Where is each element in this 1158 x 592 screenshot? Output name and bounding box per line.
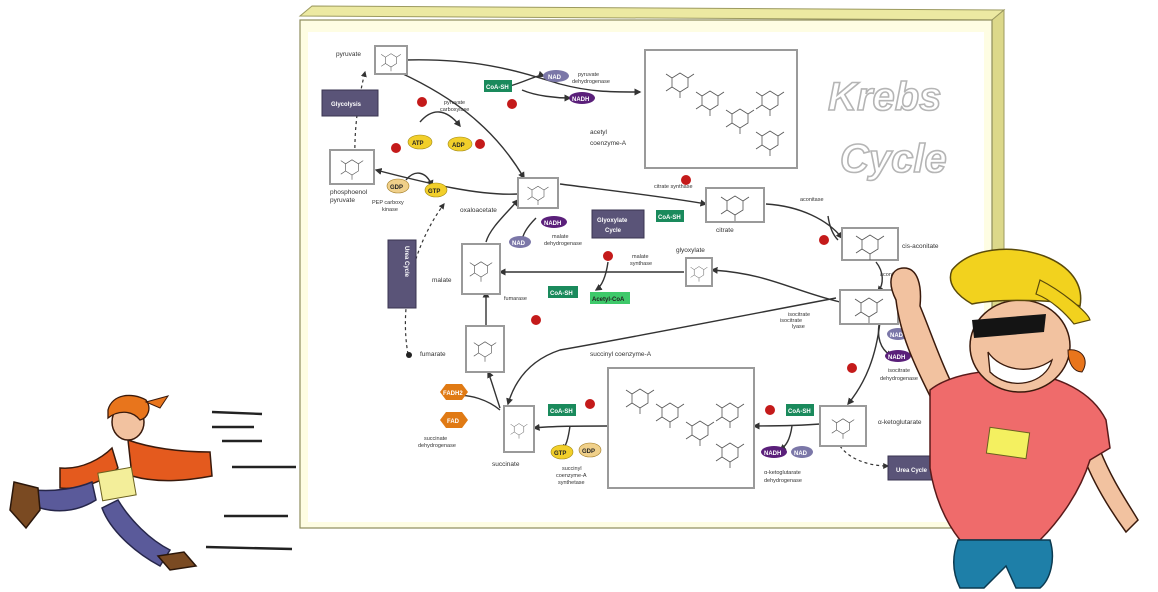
label-urea-cycle: Urea Cycle xyxy=(403,246,409,278)
enzyme-isocitrate-lyase-1: isocitrate xyxy=(788,312,810,318)
cofactor-coa-sh-4: CoA-SH xyxy=(788,409,811,415)
label-isocitrate: isocitrate xyxy=(780,318,802,324)
label-citrate: citrate xyxy=(716,227,734,234)
running-student-illustration xyxy=(9,394,296,571)
label-glyoxylate: Glyoxylate xyxy=(597,218,628,224)
cofactor-nad-4: NAD xyxy=(794,451,808,457)
label-glyoxylate: glyoxylate xyxy=(676,247,705,254)
enzyme-malate-dehydrogenase-1: malate xyxy=(552,234,569,240)
enzyme-pep-carboxykinase-2: kinase xyxy=(382,207,398,213)
cofactor-fadh2: FADH2 xyxy=(443,391,463,397)
cofactor-fad: FAD xyxy=(447,419,460,425)
enzyme-isocitrate-lyase-2: lyase xyxy=(792,324,805,330)
label-succinate: succinate xyxy=(492,461,520,468)
cofactor-gdp-2: GDP xyxy=(582,449,595,455)
enzyme-pyruvate-dehydrogenase-2: dehydrogenase xyxy=(572,79,610,85)
cofactor-gtp-2: GTP xyxy=(554,451,566,457)
enzyme-succinyl-coa-synthetase-1: succinyl xyxy=(562,466,582,472)
cofactor-nadh-4: NADH xyxy=(764,451,781,457)
enzyme-succinate-dehydrogenase-2: dehydrogenase xyxy=(418,443,456,449)
label-fumarate: fumarate xyxy=(420,351,446,358)
enzyme-malate-dehydrogenase-2: dehydrogenase xyxy=(544,241,582,247)
enzyme-succinyl-coa-synthetase-3: synthetase xyxy=(558,480,585,486)
label-cis-aconitate: cis-aconitate xyxy=(902,243,939,250)
enzyme-akg-dehydrogenase-2: dehydrogenase xyxy=(764,478,802,484)
speed-lines xyxy=(205,410,296,551)
label-phosphoenol: phosphoenol xyxy=(330,189,368,196)
molecule-succinyl-coa: succinyl coenzyme-A xyxy=(590,351,755,489)
cofactor-nadh-2: NADH xyxy=(544,221,561,227)
molecule-alpha-ketoglutarate: α-ketoglutarate xyxy=(819,405,922,447)
cofactor-nad-1: NAD xyxy=(548,75,562,81)
pathway-glycolysis: Glycolysis xyxy=(321,89,379,117)
enzyme-pep-carboxykinase-1: PEP carboxy xyxy=(372,200,404,206)
molecule-citrate: citrate xyxy=(705,187,765,234)
label-urea-cycle-right: Urea Cycle xyxy=(896,468,928,474)
label-pyruvate: pyruvate xyxy=(336,51,361,58)
enzyme-succinyl-coa-synthetase-2: coenzyme-A xyxy=(556,473,587,479)
label-pyruvate-2: pyruvate xyxy=(330,197,355,204)
cofactor-gtp-1: GTP xyxy=(428,189,440,195)
enzyme-malate-synthase-2: synthase xyxy=(630,261,652,267)
label-cycle: Cycle xyxy=(605,228,622,234)
label-coenzyme-a: coenzyme-A xyxy=(590,140,627,147)
cofactor-nadh-3: NADH xyxy=(888,355,905,361)
cofactor-adp: ADP xyxy=(452,143,465,149)
enzyme-labels: pyruvate dehydrogenase pyruvate carboxyl… xyxy=(372,72,918,486)
cofactor-atp: ATP xyxy=(412,141,424,147)
fumarate-dot xyxy=(406,352,412,358)
cofactor-nad-2: NAD xyxy=(512,241,526,247)
cofactor-coa-sh-5: CoA-SH xyxy=(550,409,573,415)
cofactor-coa-sh-2: CoA-SH xyxy=(658,215,681,221)
title-line-1: Krebs xyxy=(828,75,941,119)
cofactor-acetyl-coa: Acetyl-CoA xyxy=(592,297,625,303)
enzyme-isocitrate-dehydrogenase-2: dehydrogenase xyxy=(880,376,918,382)
enzyme-malate-synthase-1: malate xyxy=(632,254,649,260)
cofactor-coa-sh-1: CoA-SH xyxy=(486,85,509,91)
enzyme-akg-dehydrogenase-1: α-ketoglutarate xyxy=(764,470,801,476)
waving-man-illustration xyxy=(890,248,1139,589)
label-acetyl: acetyl xyxy=(590,129,608,136)
enzyme-fumarase: fumarase xyxy=(504,296,527,302)
molecule-phosphoenol-pyruvate: phosphoenol pyruvate xyxy=(329,149,375,204)
enzyme-succinate-dehydrogenase-1: succinate xyxy=(424,436,447,442)
enzyme-isocitrate-dehydrogenase-1: isocitrate xyxy=(888,368,910,374)
cofactor-nad-3: NAD xyxy=(890,333,904,339)
molecule-glyoxylate: glyoxylate xyxy=(676,247,713,287)
molecule-fumarate: fumarate xyxy=(420,325,505,373)
label-alpha-ketoglutarate: α-ketoglutarate xyxy=(878,419,922,426)
molecule-malate: malate xyxy=(432,243,501,295)
pathway-urea-cycle-vertical: Urea Cycle xyxy=(387,239,417,309)
molecule-succinate: succinate xyxy=(492,405,535,468)
molecule-oxaloacetate: oxaloacetate xyxy=(460,177,559,214)
cofactor-nadh-1: NADH xyxy=(572,97,589,103)
pathway-glyoxylate-cycle: Glyoxylate Cycle xyxy=(591,209,645,239)
label-glycolysis: Glycolysis xyxy=(331,102,362,108)
cofactors: CoA-SH NAD NADH ATP ADP GDP GTP NADH NAD… xyxy=(386,70,911,460)
enzyme-citrate-synthase: citrate synthase xyxy=(654,184,693,190)
enzyme-pyruvate-carboxylase-1: pyruvate xyxy=(444,100,465,106)
molecule-pyruvate: pyruvate xyxy=(336,45,408,75)
board-top-edge xyxy=(298,5,1006,21)
cofactor-gdp-1: GDP xyxy=(390,185,403,191)
enzyme-pyruvate-carboxylase-2: carboxylase xyxy=(440,107,469,113)
title-line-2: Cycle xyxy=(840,137,947,181)
enzyme-pyruvate-dehydrogenase-1: pyruvate xyxy=(578,72,599,78)
enzyme-aconitase-1: aconitase xyxy=(800,197,824,203)
label-oxaloacetate: oxaloacetate xyxy=(460,207,497,214)
label-malate: malate xyxy=(432,277,452,284)
label-succinyl-coa: succinyl coenzyme-A xyxy=(590,351,652,358)
molecule-acetyl-coa: acetyl coenzyme-A xyxy=(590,49,798,169)
molecule-cis-aconitate: cis-aconitate xyxy=(841,227,939,261)
cofactor-coa-sh-3: CoA-SH xyxy=(550,291,573,297)
